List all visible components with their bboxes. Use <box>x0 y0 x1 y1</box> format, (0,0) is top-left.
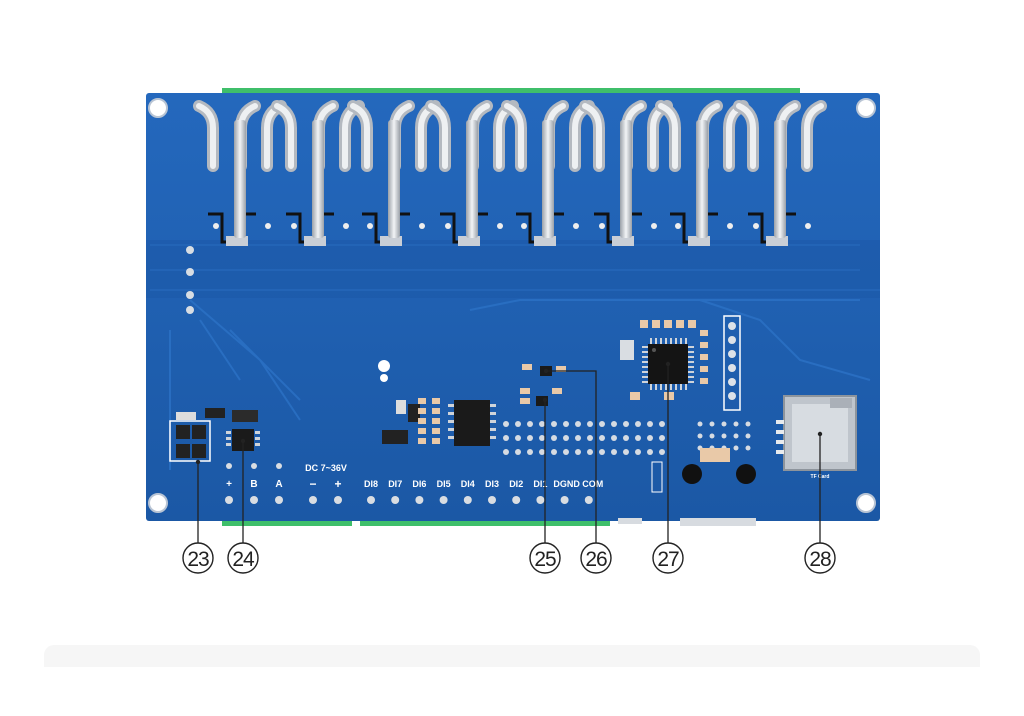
relay-4 <box>425 100 519 246</box>
callout-26: 26 <box>580 542 612 574</box>
network-components <box>618 448 756 526</box>
callout-number: 26 <box>585 548 607 571</box>
callout-24: 24 <box>227 542 259 574</box>
callout-number: 25 <box>534 548 556 571</box>
input-label-di4: DI4 <box>461 479 475 489</box>
tvs-diode-array <box>169 408 225 462</box>
rs485-b-label: B <box>250 479 257 490</box>
input-label-com: COM <box>582 479 603 489</box>
relay-pin-array <box>193 100 827 246</box>
callout-number: 27 <box>657 548 679 571</box>
rs485-a-label: A <box>275 479 282 490</box>
led-pads <box>186 246 194 314</box>
callout-dots <box>195 361 823 465</box>
top-terminal-strip <box>222 88 800 96</box>
rs485-plus-label: + <box>226 479 232 490</box>
power-label: DC 7~36V <box>305 463 347 473</box>
input-label-di5: DI5 <box>437 479 451 489</box>
pcb-traces <box>150 244 880 470</box>
via-array <box>503 421 751 455</box>
callout-number: 28 <box>809 548 831 571</box>
callout-27: 27 <box>652 542 684 574</box>
terminal-pads <box>225 463 593 504</box>
programming-header <box>723 315 741 411</box>
relay-8 <box>733 100 827 246</box>
input-label-di3: DI3 <box>485 479 499 489</box>
power-minus-label: − <box>309 477 316 491</box>
callout-25: 25 <box>529 542 561 574</box>
relay-6 <box>579 100 673 246</box>
mcu-chip <box>620 320 708 400</box>
transistor-25 <box>520 388 562 406</box>
input-label-di6: DI6 <box>412 479 426 489</box>
callout-number: 24 <box>232 548 255 571</box>
callout-lines <box>197 364 821 544</box>
input-label-dgnd: DGND <box>553 479 580 489</box>
power-plus-label: + <box>334 477 341 491</box>
input-label-di7: DI7 <box>388 479 402 489</box>
callout-28: 28 <box>804 542 836 574</box>
pcb-board <box>146 93 880 521</box>
callout-number: 23 <box>187 548 209 571</box>
callout-23: 23 <box>182 542 214 574</box>
relay-trace-band <box>146 240 880 298</box>
input-label-di1: DI1 <box>533 479 547 489</box>
input-label-di2: DI2 <box>509 479 523 489</box>
footer-strip <box>44 645 980 667</box>
input-optocoupler-area <box>378 360 496 446</box>
input-label-di8: DI8 <box>364 479 378 489</box>
mounting-holes <box>148 98 876 513</box>
tf-card-slot <box>776 395 857 471</box>
